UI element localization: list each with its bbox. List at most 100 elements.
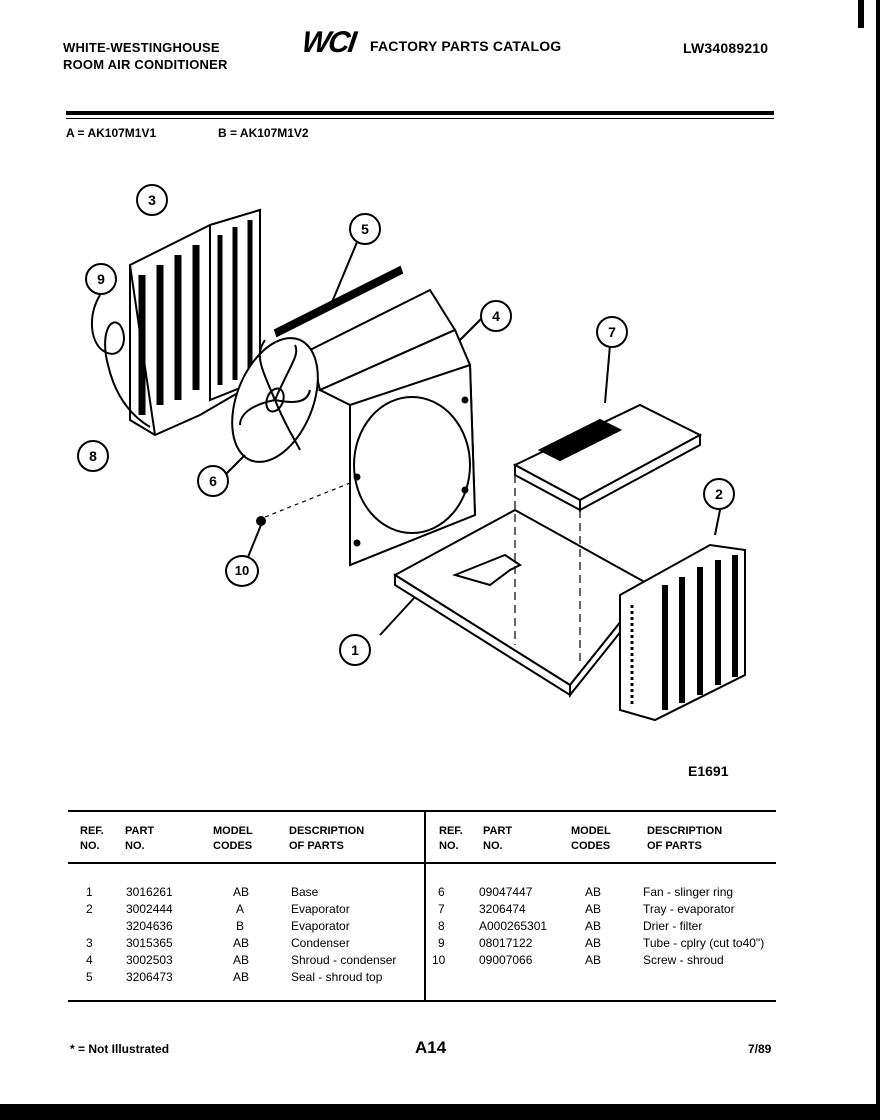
part-cell: 08017122 (479, 936, 533, 950)
header-part-line2: NO. (483, 840, 503, 852)
part-cell: A000265301 (479, 919, 548, 933)
model-a: A = AK107M1V1 (66, 126, 157, 140)
codes-cell: AB (585, 885, 602, 899)
callout-1: 1 (339, 634, 371, 666)
desc-cell: Seal - shroud top (291, 970, 383, 984)
callout-6: 6 (197, 465, 229, 497)
capillary-tube (90, 294, 151, 428)
page-number: A14 (415, 1038, 447, 1057)
callout-9: 9 (85, 263, 117, 295)
evaporator-part (619, 509, 746, 722)
catalog-number: LW34089210 (683, 40, 769, 56)
exploded-parts-diagram (90, 208, 746, 722)
ref-cell: 4 (86, 953, 93, 967)
callout-10: 10 (225, 555, 259, 587)
header-ref-right: REF. NO. (439, 824, 463, 854)
header-desc-left: DESCRIPTION OF PARTS (289, 824, 364, 854)
ref-cell: 8 (438, 919, 445, 933)
wci-logo: WCI (299, 26, 357, 59)
codes-cell: AB (233, 953, 250, 967)
header-rule-thick (66, 111, 774, 115)
desc-cell: Tube - cplry (cut to40") (643, 936, 765, 950)
ref-cell: 5 (86, 970, 93, 984)
header-ref-left: REF. NO. (80, 824, 104, 854)
callout-2: 2 (703, 478, 735, 510)
catalog-date: 7/89 (748, 1042, 772, 1056)
desc-cell: Screw - shroud (643, 953, 724, 967)
model-b: B = AK107M1V2 (218, 126, 309, 140)
desc-cell: Drier - filter (643, 919, 703, 933)
part-cell: 3002503 (126, 953, 173, 967)
callout-8: 8 (77, 440, 109, 472)
callout-7: 7 (596, 316, 628, 348)
header-part-right: PART NO. (483, 824, 512, 854)
screw-part (247, 482, 351, 558)
header-desc-line1: DESCRIPTION (647, 825, 723, 837)
part-cell: 09047447 (479, 885, 533, 899)
desc-cell: Condenser (291, 936, 350, 950)
part-cell: 3206473 (126, 970, 173, 984)
footnote: * = Not Illustrated (70, 1042, 170, 1056)
table-top-rule (68, 810, 776, 812)
header-desc-line2: OF PARTS (289, 840, 344, 852)
ref-cell: 1 (86, 885, 93, 899)
header-ref-line2: NO. (439, 840, 459, 852)
ref-cell: 6 (438, 885, 445, 899)
header-rule-thin (66, 118, 774, 119)
brand-line-2: ROOM AIR CONDITIONER (63, 57, 228, 72)
scan-edge-bottom (0, 1104, 880, 1120)
header-model-line1: MODEL (571, 825, 611, 837)
desc-cell: Shroud - condenser (291, 953, 397, 967)
brand-line-1: WHITE-WESTINGHOUSE (63, 40, 220, 55)
codes-cell: AB (585, 953, 602, 967)
codes-cell: AB (233, 885, 250, 899)
codes-cell: A (236, 902, 245, 916)
ref-cell: 10 (432, 953, 446, 967)
header-desc-line2: OF PARTS (647, 840, 702, 852)
ref-cell: 7 (438, 902, 445, 916)
part-cell: 3002444 (126, 902, 173, 916)
header-model-line2: CODES (571, 840, 611, 852)
callout-3: 3 (136, 184, 168, 216)
shroud-seal-part (273, 234, 404, 338)
header-part-line2: NO. (125, 840, 145, 852)
figure-id: E1691 (688, 763, 729, 779)
codes-cell: AB (233, 970, 250, 984)
desc-cell: Evaporator (291, 919, 350, 933)
header-part-line1: PART (483, 825, 513, 837)
header-part-line1: PART (125, 825, 155, 837)
codes-cell: AB (585, 902, 602, 916)
header-model-line1: MODEL (213, 825, 253, 837)
header-desc-right: DESCRIPTION OF PARTS (647, 824, 722, 854)
part-cell: 3015365 (126, 936, 173, 950)
shroud-part (308, 288, 486, 567)
codes-cell: AB (233, 936, 250, 950)
codes-cell: AB (585, 936, 602, 950)
desc-cell: Base (291, 885, 319, 899)
scan-edge-right (876, 0, 880, 1120)
ref-cell: 9 (438, 936, 445, 950)
part-cell: 3206474 (479, 902, 526, 916)
part-cell: 3204636 (126, 919, 173, 933)
scan-edge-mark (858, 0, 864, 28)
evaporator-tray-part (512, 344, 703, 665)
catalog-title: FACTORY PARTS CATALOG (370, 38, 562, 54)
ref-cell: 2 (86, 902, 93, 916)
fan-part (224, 337, 319, 476)
desc-cell: Fan - slinger ring (643, 885, 734, 899)
callout-4: 4 (480, 300, 512, 332)
header-desc-line1: DESCRIPTION (289, 825, 365, 837)
callout-5: 5 (349, 213, 381, 245)
codes-cell: AB (585, 919, 602, 933)
desc-cell: Tray - evaporator (643, 902, 735, 916)
table-divider (424, 812, 426, 1000)
header-ref-line1: REF. (80, 825, 104, 837)
header-model-left: MODEL CODES (213, 824, 253, 854)
part-cell: 09007066 (479, 953, 533, 967)
ref-cell: 3 (86, 936, 93, 950)
codes-cell: B (236, 919, 245, 933)
header-ref-line1: REF. (439, 825, 463, 837)
part-cell: 3016261 (126, 885, 173, 899)
desc-cell: Evaporator (291, 902, 350, 916)
table-bottom-rule (68, 1000, 776, 1002)
